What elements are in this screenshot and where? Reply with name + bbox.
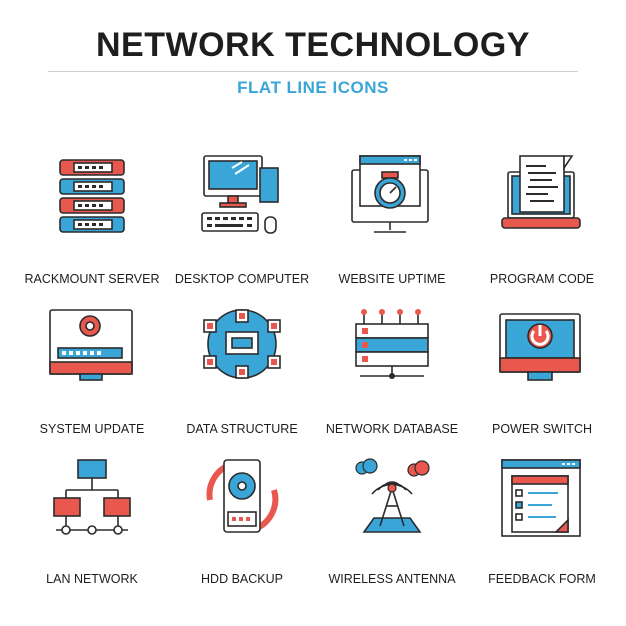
icon-tile-power-switch: POWER SWITCH <box>464 310 620 460</box>
icon-label: DATA STRUCTURE <box>186 422 298 436</box>
icon-label: WIRELESS ANTENNA <box>328 572 456 586</box>
icon-tile-desktop-computer: DESKTOP COMPUTER <box>164 155 320 310</box>
icon-label: HDD BACKUP <box>201 572 283 586</box>
icon-label: NETWORK DATABASE <box>325 422 459 436</box>
icon-label: LAN NETWORK <box>46 572 138 586</box>
icon-label: WEBSITE UPTIME <box>338 272 446 286</box>
icon-tile-rackmount-server: RACKMOUNT SERVER <box>14 159 170 310</box>
icon-tile-website-uptime: WEBSITE UPTIME <box>314 155 470 310</box>
feedback-form-icon <box>501 459 581 537</box>
icon-tile-program-code: PROGRAM CODE <box>464 155 620 310</box>
lan-network-icon <box>53 459 131 535</box>
power-switch-icon <box>499 313 581 381</box>
page-title: NETWORK TECHNOLOGY <box>96 26 530 64</box>
icon-label: DESKTOP COMPUTER <box>174 272 310 286</box>
icon-label: PROGRAM CODE <box>489 272 595 286</box>
page-subtitle: FLAT LINE ICONS <box>237 78 389 97</box>
icon-label: FEEDBACK FORM <box>488 572 596 586</box>
rackmount-server-icon <box>59 159 125 233</box>
icon-tile-feedback-form: FEEDBACK FORM <box>464 459 620 610</box>
website-uptime-icon <box>351 155 429 233</box>
desktop-computer-icon <box>201 155 279 234</box>
wireless-antenna-icon <box>355 458 430 533</box>
icon-label: POWER SWITCH <box>492 422 592 436</box>
network-database-icon <box>355 309 429 379</box>
icon-label: SYSTEM UPDATE <box>39 422 145 436</box>
hdd-backup-icon <box>206 459 279 533</box>
icon-tile-network-database: NETWORK DATABASE <box>314 309 470 460</box>
icon-tile-wireless-antenna: WIRELESS ANTENNA <box>314 458 470 610</box>
icon-tile-hdd-backup: HDD BACKUP <box>164 459 320 610</box>
program-code-icon <box>501 155 581 229</box>
title-divider <box>48 71 578 72</box>
data-structure-icon <box>203 309 281 379</box>
icon-label: RACKMOUNT SERVER <box>24 272 160 286</box>
icon-tile-lan-network: LAN NETWORK <box>14 459 170 610</box>
system-update-icon <box>49 309 133 381</box>
icon-tile-data-structure: DATA STRUCTURE <box>164 309 320 460</box>
icon-tile-system-update: SYSTEM UPDATE <box>14 309 170 460</box>
